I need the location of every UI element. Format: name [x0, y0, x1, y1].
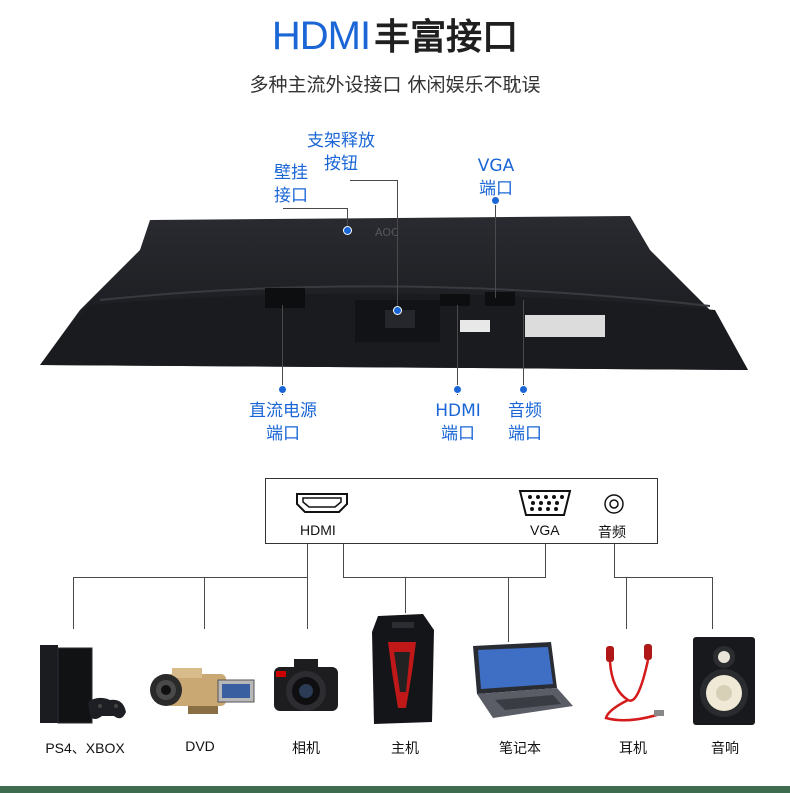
callout-wall-mount: 壁挂 接口 — [274, 163, 308, 206]
callout-dc-power: 直流电源 端口 — [249, 401, 317, 444]
device-label-camera: 相机 — [292, 740, 320, 756]
callout-audio: 音频 端口 — [508, 401, 542, 444]
camcorder-icon — [150, 668, 255, 714]
audio-port-icon — [604, 494, 624, 514]
monitor-back-illustration: AOC — [40, 216, 748, 370]
title-rest: 丰富接口 — [374, 17, 519, 58]
device-label-console: PS4、XBOX — [45, 740, 125, 756]
hdmi-port-icon — [296, 493, 348, 513]
subtitle: 多种主流外设接口 休闲娱乐不耽误 — [249, 74, 541, 96]
callout-hdmi: HDMI 端口 — [435, 401, 481, 444]
wall-mount-pin — [343, 226, 352, 235]
vga-port-icon — [518, 490, 572, 516]
title-hdmi: HDMI — [271, 14, 371, 58]
speaker-icon — [693, 637, 755, 725]
device-label-speaker: 音响 — [711, 740, 739, 756]
device-label-earphones: 耳机 — [619, 740, 647, 756]
vga-pin — [491, 196, 500, 205]
device-label-laptop: 笔记本 — [499, 740, 541, 756]
audio-port-label: 音频 — [598, 524, 626, 540]
laptop-icon — [473, 642, 573, 718]
callout-stand-release: 支架释放 按钮 — [307, 131, 375, 174]
vga-port-label: VGA — [530, 522, 560, 538]
earphones-icon — [604, 644, 664, 722]
monitor-logo: AOC — [375, 226, 399, 239]
dc-power-pin — [278, 385, 287, 394]
callout-vga: VGA 端口 — [477, 156, 515, 199]
hdmi-port-label: HDMI — [300, 522, 336, 538]
desktop-tower-icon — [372, 614, 434, 724]
game-console-icon — [40, 645, 126, 724]
stand-release-pin — [393, 306, 402, 315]
camera-icon — [274, 659, 338, 711]
hdmi-pin — [453, 385, 462, 394]
audio-pin — [519, 385, 528, 394]
device-label-dvd: DVD — [185, 738, 215, 754]
bottom-bar — [0, 786, 790, 793]
device-label-desktop: 主机 — [391, 740, 419, 756]
